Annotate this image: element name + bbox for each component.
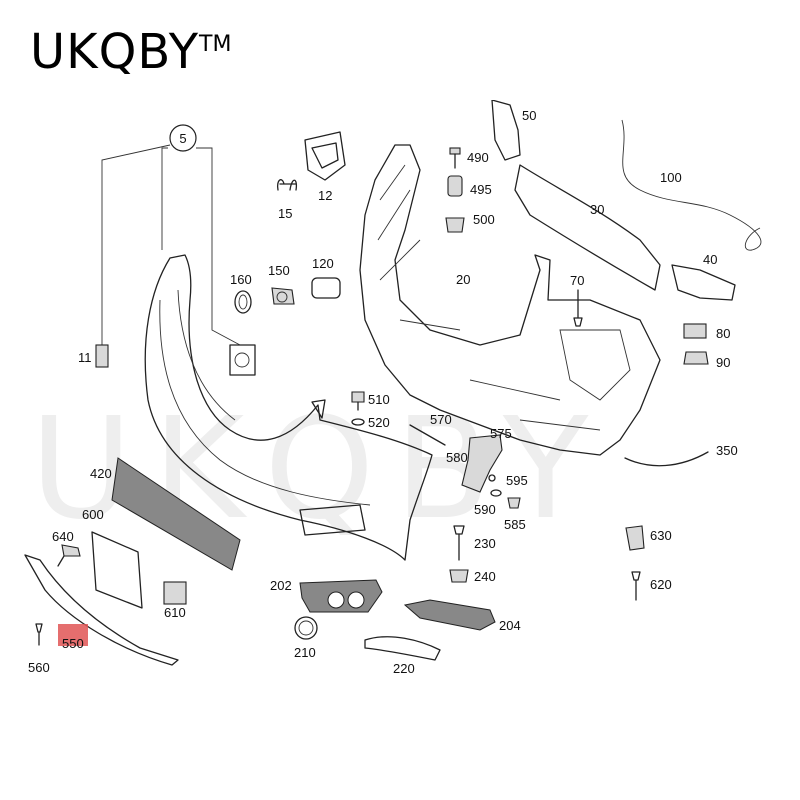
label-20: 20 xyxy=(456,272,470,287)
brand-name: UKQBY xyxy=(30,24,200,80)
callout-5-leaders xyxy=(101,144,241,346)
label-500: 500 xyxy=(473,212,495,227)
wiring-harness-100 xyxy=(621,119,762,251)
part-240 xyxy=(449,569,469,583)
label-550: 550 xyxy=(62,636,84,651)
part-640 xyxy=(61,544,81,557)
trademark-mark: TM xyxy=(199,32,232,57)
label-570: 570 xyxy=(430,412,452,427)
label-90: 90 xyxy=(716,355,730,370)
label-11: 11 xyxy=(78,350,92,365)
part-90 xyxy=(683,351,709,365)
label-590: 590 xyxy=(474,502,496,517)
label-202: 202 xyxy=(270,578,292,593)
label-240: 240 xyxy=(474,569,496,584)
label-630: 630 xyxy=(650,528,672,543)
label-50: 50 xyxy=(522,108,536,123)
label-210: 210 xyxy=(294,645,316,660)
label-495: 495 xyxy=(470,182,492,197)
part-204 xyxy=(403,599,496,631)
label-600: 600 xyxy=(82,507,104,522)
part-120-cap xyxy=(311,277,341,299)
label-40: 40 xyxy=(703,252,717,267)
label-575: 575 xyxy=(490,426,512,441)
part-600-plate xyxy=(91,531,143,609)
label-595: 595 xyxy=(506,473,528,488)
label-350: 350 xyxy=(716,443,738,458)
label-420: 420 xyxy=(90,466,112,481)
part-620 xyxy=(631,571,641,601)
part-160-ring xyxy=(234,290,252,314)
parts-diagram: UKQBY 5 xyxy=(0,100,800,680)
part-15 xyxy=(276,179,298,191)
label-230: 230 xyxy=(474,536,496,551)
part-570 xyxy=(409,424,446,446)
label-150: 150 xyxy=(268,263,290,278)
label-580: 580 xyxy=(446,450,468,465)
part-510 xyxy=(351,391,365,403)
bumper-cover xyxy=(144,254,433,561)
part-50 xyxy=(491,100,521,161)
label-640: 640 xyxy=(52,529,74,544)
label-15: 15 xyxy=(278,206,292,221)
label-620: 620 xyxy=(650,577,672,592)
label-610: 610 xyxy=(164,605,186,620)
part-80 xyxy=(683,323,707,339)
highlight-box xyxy=(58,624,88,646)
bumper-carrier-20 xyxy=(359,144,661,456)
label-80: 80 xyxy=(716,326,730,341)
brand-logo: UKQBYTM xyxy=(30,28,231,76)
part-610 xyxy=(163,581,187,605)
part-590 xyxy=(490,489,502,497)
part-220 xyxy=(364,636,441,661)
part-11 xyxy=(95,344,109,368)
part-580 xyxy=(461,434,503,493)
part-210-ring xyxy=(294,616,318,640)
part-labels: 11 12 15 20 30 40 50 70 80 90 100 120 15… xyxy=(28,108,738,676)
part-585 xyxy=(507,497,521,509)
part-520 xyxy=(351,418,365,426)
label-12: 12 xyxy=(318,188,332,203)
sensor-bracket xyxy=(229,344,256,376)
label-510: 510 xyxy=(368,392,390,407)
part-40 xyxy=(671,264,736,301)
label-490: 490 xyxy=(467,150,489,165)
part-550-trim xyxy=(24,554,179,666)
label-160: 160 xyxy=(230,272,252,287)
part-595 xyxy=(488,474,496,482)
fasteners-490-500 xyxy=(445,147,465,233)
part-30-absorber xyxy=(514,164,661,291)
part-12 xyxy=(304,131,346,181)
label-120: 120 xyxy=(312,256,334,271)
diagram-canvas: 5 xyxy=(24,100,762,676)
label-30: 30 xyxy=(590,202,604,217)
part-560 xyxy=(35,623,43,646)
label-70: 70 xyxy=(570,273,584,288)
lower-grille-420 xyxy=(111,457,241,571)
part-70 xyxy=(573,289,583,327)
part-230 xyxy=(453,525,465,561)
label-100: 100 xyxy=(660,170,682,185)
label-585: 585 xyxy=(504,517,526,532)
label-204: 204 xyxy=(499,618,521,633)
part-350 xyxy=(624,451,709,467)
label-220: 220 xyxy=(393,661,415,676)
part-630 xyxy=(625,525,645,551)
callout-5-label: 5 xyxy=(179,131,186,146)
label-560: 560 xyxy=(28,660,50,675)
callout-5-circle xyxy=(169,124,197,152)
label-520: 520 xyxy=(368,415,390,430)
